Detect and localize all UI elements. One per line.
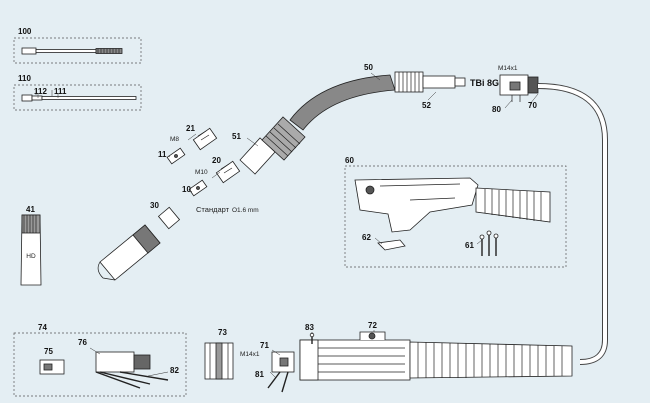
nozzle-30 bbox=[97, 206, 181, 281]
label-52: 52 bbox=[422, 101, 431, 110]
handle-72 bbox=[299, 331, 573, 381]
label-50: 50 bbox=[364, 63, 373, 72]
label-72: 72 bbox=[368, 321, 377, 330]
label-62: 62 bbox=[362, 233, 371, 242]
label-100: 100 bbox=[18, 27, 32, 36]
annotation-m14-top: M14x1 bbox=[498, 65, 518, 72]
label-110: 110 bbox=[18, 74, 31, 83]
box-60 bbox=[344, 165, 567, 268]
neck-50 bbox=[289, 71, 466, 131]
connector-71 bbox=[267, 351, 295, 393]
label-75: 75 bbox=[44, 347, 53, 356]
label-112: 112 bbox=[34, 87, 47, 96]
label-82: 82 bbox=[170, 366, 179, 375]
hd-marking: HD bbox=[26, 253, 36, 260]
screws-61 bbox=[479, 230, 499, 256]
model-name: TBi 8G bbox=[470, 78, 499, 88]
label-80: 80 bbox=[492, 105, 501, 114]
contact-tip-11 bbox=[166, 147, 186, 165]
label-60: 60 bbox=[345, 156, 354, 165]
label-61: 61 bbox=[465, 241, 474, 250]
liner-100 bbox=[21, 47, 123, 55]
annotation-m10: M10 bbox=[195, 169, 208, 176]
connector-80 bbox=[499, 74, 539, 102]
annotation-m8: M8 bbox=[170, 136, 179, 143]
label-71: 71 bbox=[260, 341, 269, 350]
nozzle-41: HD bbox=[20, 214, 42, 286]
box-74 bbox=[13, 332, 187, 397]
contact-tip-20 bbox=[215, 160, 241, 184]
label-76: 76 bbox=[78, 338, 87, 347]
contact-tip-21 bbox=[192, 127, 218, 151]
handle-60 bbox=[354, 177, 551, 233]
label-20: 20 bbox=[212, 156, 221, 165]
annotation-m14-bottom: M14x1 bbox=[240, 351, 260, 358]
label-51: 51 bbox=[232, 132, 241, 141]
switch-74 bbox=[39, 351, 169, 389]
annotation-standard: Стандарт bbox=[196, 205, 230, 214]
label-11: 11 bbox=[158, 150, 167, 159]
label-30: 30 bbox=[150, 201, 159, 210]
label-73: 73 bbox=[218, 328, 227, 337]
label-83: 83 bbox=[305, 323, 314, 332]
label-21: 21 bbox=[186, 124, 195, 133]
label-74: 74 bbox=[38, 323, 47, 332]
cap-73 bbox=[204, 342, 234, 380]
trigger-62 bbox=[377, 239, 406, 251]
neck-51 bbox=[239, 116, 306, 175]
annotation-standard-size: O1.6 mm bbox=[232, 207, 259, 214]
label-111: 111 bbox=[54, 87, 67, 96]
label-70: 70 bbox=[528, 101, 537, 110]
label-41: 41 bbox=[26, 205, 35, 214]
contact-tip-10 bbox=[188, 179, 208, 197]
cable-70 bbox=[537, 83, 608, 365]
label-10: 10 bbox=[182, 185, 191, 194]
liner-110 bbox=[21, 90, 137, 102]
label-81: 81 bbox=[255, 370, 264, 379]
